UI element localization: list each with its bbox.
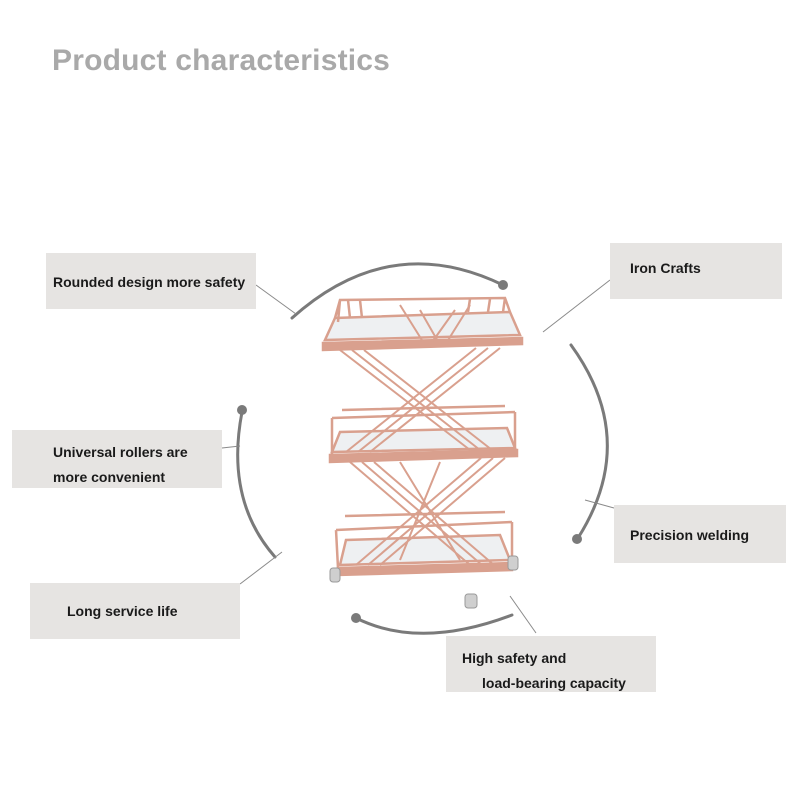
- feature-text: Iron Crafts: [630, 260, 701, 276]
- feature-text-line1: High safety and: [462, 650, 567, 666]
- feature-label-safety: High safety and load-bearing capacity: [446, 636, 656, 692]
- decorative-arcs: [236, 262, 609, 635]
- arc-right: [569, 343, 609, 540]
- feature-text-line2: more convenient: [53, 469, 166, 485]
- feature-label-rollers: Universal rollers are more convenient: [12, 430, 222, 488]
- middle-shelf-edge: [328, 448, 519, 464]
- feature-label-rounded: Rounded design more safety: [46, 253, 256, 309]
- top-shelf-edge: [321, 336, 524, 352]
- top-rail: [333, 296, 512, 323]
- feature-label-service: Long service life: [30, 583, 240, 639]
- feature-label-iron: Iron Crafts: [610, 243, 782, 299]
- cross-frame: [339, 304, 506, 566]
- page-title: Product characteristics: [52, 44, 391, 77]
- feature-text: Precision welding: [630, 527, 750, 543]
- top-rail-inner: [346, 298, 492, 319]
- arc-left: [236, 410, 277, 559]
- arc-end-dots: [237, 280, 582, 623]
- feature-label-welding: Precision welding: [614, 505, 786, 563]
- feature-text: Long service life: [67, 603, 178, 619]
- arc-top: [290, 262, 505, 320]
- leader-lines: [221, 279, 615, 634]
- arc-bottom: [354, 613, 514, 635]
- feature-text: Rounded design more safety: [53, 274, 246, 290]
- feature-text-line2: load-bearing capacity: [482, 675, 626, 691]
- wheels: [329, 555, 519, 609]
- bottom-shelf: [338, 533, 512, 567]
- cart: [321, 296, 524, 577]
- feature-text-line1: Universal rollers are: [53, 444, 188, 460]
